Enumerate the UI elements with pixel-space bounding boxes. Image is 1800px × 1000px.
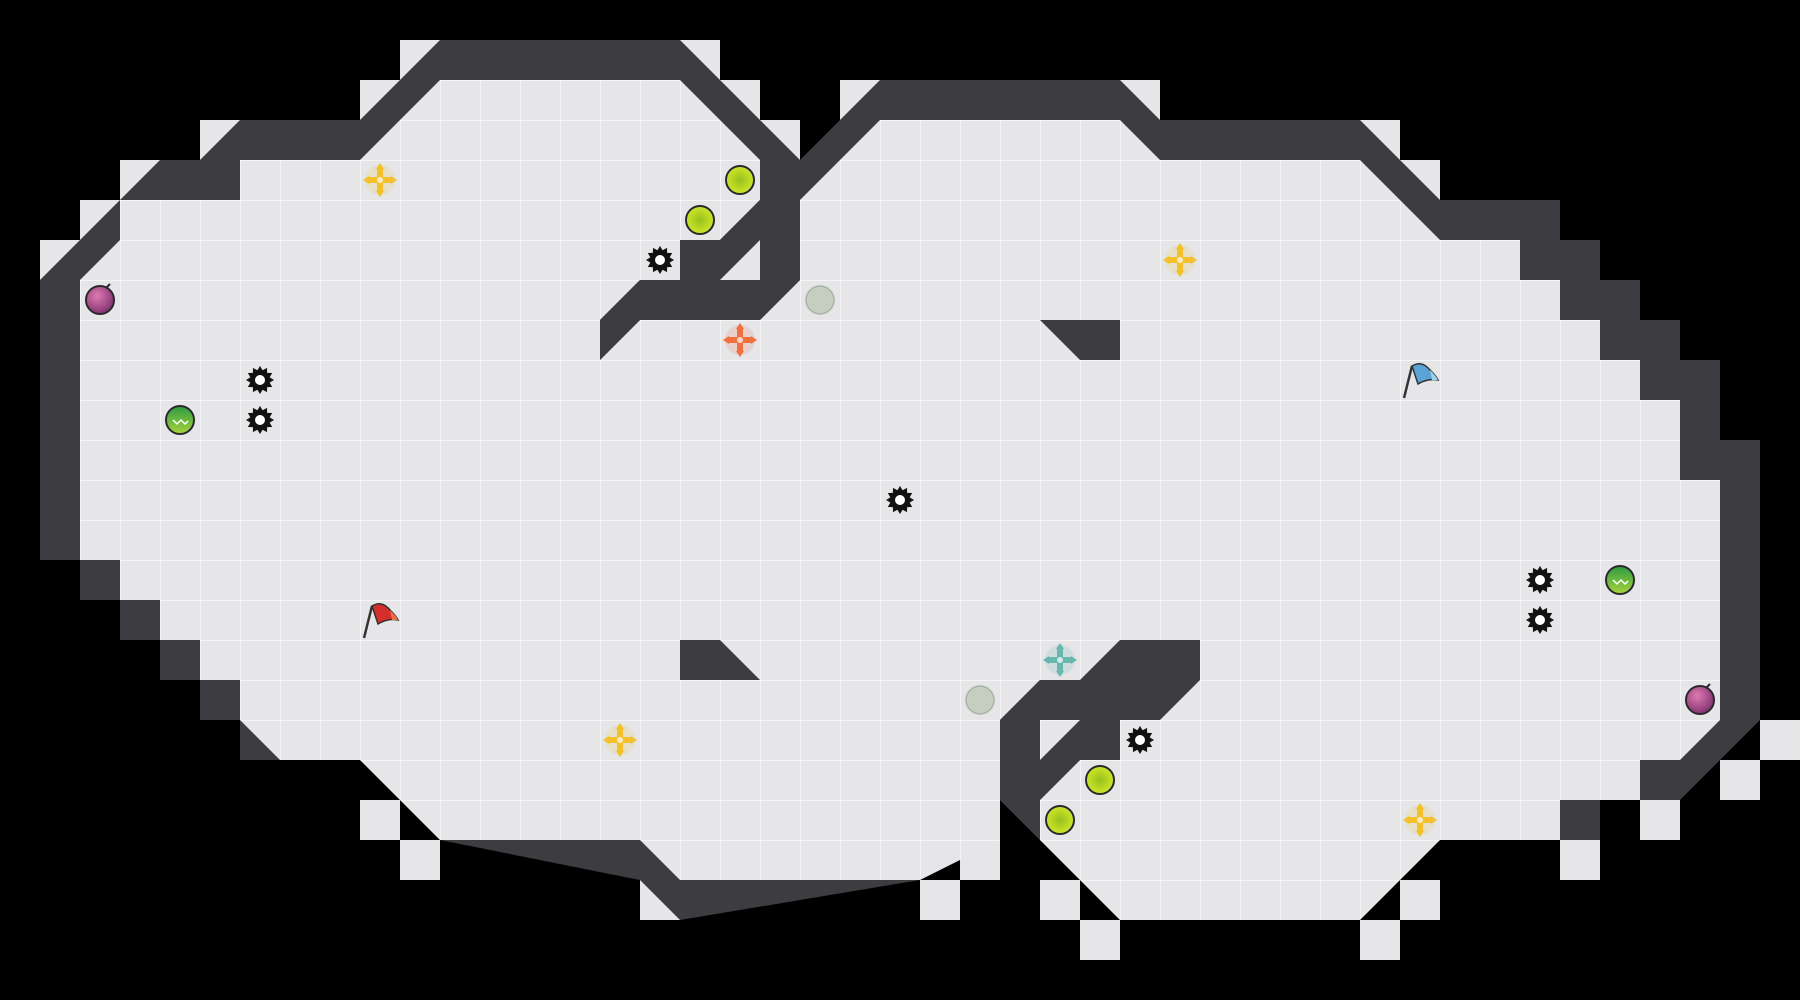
buttons-layer xyxy=(685,165,1115,835)
boost-icon xyxy=(1043,643,1077,677)
bomb-icon xyxy=(85,283,115,315)
wall-block-right xyxy=(1040,320,1120,360)
spike-icon xyxy=(246,406,274,434)
inner-wall-lower-cut xyxy=(1040,720,1080,760)
spike-icon xyxy=(646,246,674,274)
inner-wall-upper xyxy=(600,160,800,360)
powerups-layer xyxy=(165,405,1635,595)
spike-icon xyxy=(1526,606,1554,634)
boost-icon xyxy=(603,723,637,757)
spikes-layer xyxy=(246,246,1554,754)
spike-icon xyxy=(1526,566,1554,594)
button-icon xyxy=(725,165,755,195)
button-icon xyxy=(1045,805,1075,835)
spike-icon xyxy=(1126,726,1154,754)
boost-icon xyxy=(1403,803,1437,837)
gates-layer xyxy=(805,285,995,715)
bombs-layer xyxy=(85,283,1715,715)
spike-icon xyxy=(886,486,914,514)
wall-block-left xyxy=(680,640,760,680)
powerup-icon xyxy=(1605,565,1635,595)
boosts-layer xyxy=(363,163,1437,837)
boost-icon xyxy=(1163,243,1197,277)
bomb-icon xyxy=(1685,683,1715,715)
inner-wall-lower xyxy=(1000,640,1200,840)
gate-icon xyxy=(805,285,835,315)
boost-icon xyxy=(723,323,757,357)
inner-wall-upper-cut xyxy=(720,240,760,280)
spike-icon xyxy=(246,366,274,394)
boost-icon xyxy=(363,163,397,197)
button-icon xyxy=(685,205,715,235)
blue-flag[interactable] xyxy=(1402,363,1440,399)
button-icon xyxy=(1085,765,1115,795)
red-flag[interactable] xyxy=(362,603,400,639)
powerup-icon xyxy=(165,405,195,435)
gate-icon xyxy=(965,685,995,715)
